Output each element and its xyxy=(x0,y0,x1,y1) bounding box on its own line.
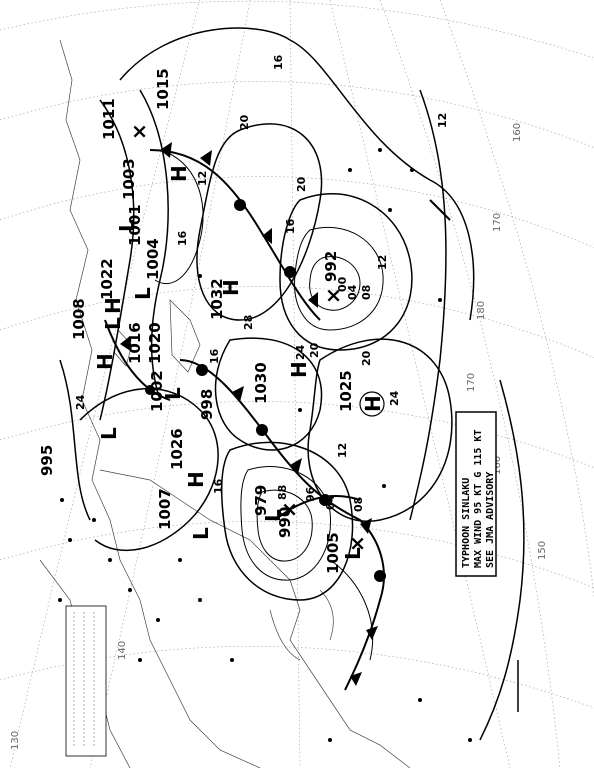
isobar-labels: 1005 990 979 992 1025 1030 1032 1026 100… xyxy=(38,54,449,574)
isobar-label: 20 xyxy=(238,114,251,130)
isobar-label: 24 xyxy=(388,390,401,406)
isobar-label: 1020 xyxy=(146,322,164,364)
low-pressure-marker: L xyxy=(341,547,365,560)
isobar-label: 1011 xyxy=(100,98,118,140)
legend-box xyxy=(65,605,107,757)
high-pressure-marker: H xyxy=(219,279,243,296)
high-pressure-marker: H xyxy=(93,353,117,370)
isobar-label: 1026 xyxy=(168,428,186,470)
isobar-label: 1016 xyxy=(126,322,144,364)
isobar-label: 1007 xyxy=(156,488,174,530)
high-pressure-marker: H xyxy=(361,395,385,412)
isobar-label: 1030 xyxy=(252,362,270,404)
low-pressure-marker: L xyxy=(101,317,125,330)
typhoon-advisory-box: TYPHOON SINLAKU MAX WIND 95 KT G 115 KT … xyxy=(455,411,497,577)
cyclone-center-marker: × xyxy=(321,287,345,304)
isobar-label: 1032 xyxy=(208,278,226,320)
low-pressure-marker: L xyxy=(261,509,285,522)
cyclone-center-marker: × xyxy=(277,501,301,518)
meridian-labels: 130 140 150 160 170 180 170 160 xyxy=(10,123,548,750)
isobar-label: 88 xyxy=(276,485,289,500)
meridian-label: 150 xyxy=(537,541,548,560)
advisory-line: MAX WIND 95 KT G 115 KT xyxy=(473,430,484,568)
isobar-label: 992 xyxy=(322,251,340,282)
isobar-label: 04 xyxy=(346,284,359,300)
isobar-label: 1008 xyxy=(70,298,88,340)
isobar-label: 04 xyxy=(324,494,337,510)
meridian-label: 160 xyxy=(492,456,503,475)
isobar-label: 24 xyxy=(74,394,87,410)
pressure-systems: H H H H H H H L L L L L L L L × × × × xyxy=(93,123,385,560)
isobar-label: 1002 xyxy=(148,370,166,412)
isobar-label: 24 xyxy=(294,344,307,360)
meridian-label: 170 xyxy=(492,213,503,232)
isobar-label: 995 xyxy=(38,445,56,476)
meridian-label: 180 xyxy=(476,301,487,320)
isobar-label: 1001 xyxy=(126,204,144,246)
isobar-label: 20 xyxy=(360,350,373,366)
isobar-label: 20 xyxy=(308,342,321,358)
isobars xyxy=(59,27,525,741)
isobar-label: 1015 xyxy=(154,68,172,110)
isobar-label: 1025 xyxy=(337,370,355,412)
isobar-label: 1003 xyxy=(120,158,138,200)
isobar-label: 16 xyxy=(176,230,189,246)
isobar-label: 1004 xyxy=(144,238,162,280)
cyclone-center-marker: × xyxy=(127,123,151,140)
isobar-label: 1005 xyxy=(324,532,342,574)
isobar-label: 08 xyxy=(360,285,373,300)
low-pressure-marker: L xyxy=(189,527,213,540)
isobar-label: 16 xyxy=(284,218,297,234)
meridian-label: 170 xyxy=(466,373,477,392)
high-pressure-marker: H xyxy=(101,297,125,314)
isobar-label: 28 xyxy=(242,315,255,330)
isobar-label: 12 xyxy=(436,113,449,128)
coastline xyxy=(39,39,411,768)
low-pressure-marker: L xyxy=(161,387,185,400)
isobar-label: 979 xyxy=(252,485,270,516)
cyclone-center-marker: × xyxy=(345,535,369,552)
isobar-label: 00 xyxy=(336,276,349,292)
high-pressure-marker: H xyxy=(287,361,311,378)
station-plots xyxy=(58,148,472,742)
high-pressure-marker: H xyxy=(184,471,208,488)
advisory-line: SEE JMA ADVISORY xyxy=(485,472,496,568)
isobar-label: 96 xyxy=(304,486,317,502)
low-pressure-marker: L xyxy=(115,219,139,232)
isobar-label: 990 xyxy=(276,507,294,538)
isobar-label: 16 xyxy=(212,478,225,494)
meridian-label: 160 xyxy=(512,123,523,142)
isobar-label: 08 xyxy=(352,497,365,512)
low-pressure-marker: L xyxy=(97,427,121,440)
isobar-label: 998 xyxy=(198,389,216,420)
front-symbols xyxy=(120,142,386,686)
meridian-label: 140 xyxy=(117,641,128,660)
isobar-label: 20 xyxy=(295,176,308,192)
isobar-label: 16 xyxy=(272,54,285,70)
low-pressure-marker: L xyxy=(131,287,155,300)
isobar-label: 12 xyxy=(196,171,209,186)
isobar-label: 12 xyxy=(376,255,389,270)
high-pressure-marker: H xyxy=(167,165,191,182)
isobar-label: 16 xyxy=(208,348,221,364)
high-pressure-circle xyxy=(359,391,385,417)
isobar-label: 12 xyxy=(336,443,349,458)
isobar-label: 1022 xyxy=(98,258,116,300)
advisory-line: TYPHOON SINLAKU xyxy=(461,478,472,568)
meridian-label: 130 xyxy=(10,731,21,750)
